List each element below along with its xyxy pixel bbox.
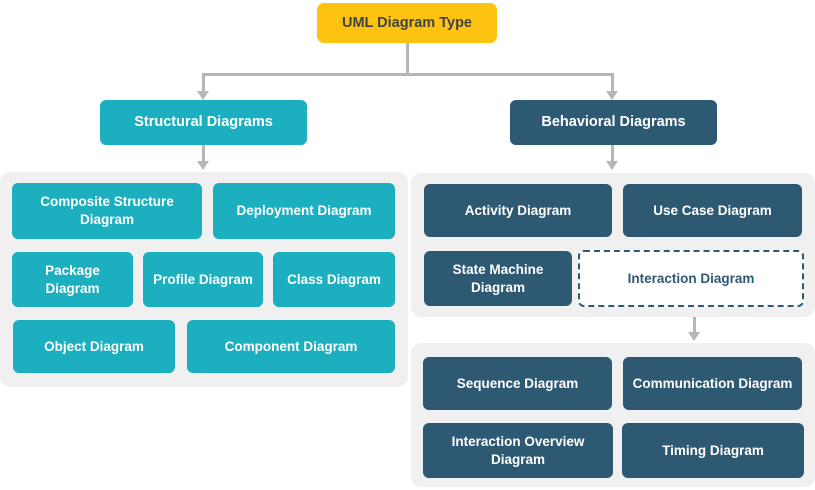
node-interaction-diagram: Interaction Diagram <box>578 250 804 307</box>
connector-to-structural <box>202 73 205 92</box>
arrowhead-structural-group <box>197 161 209 170</box>
arrowhead-to-behavioral <box>606 91 618 100</box>
node-use-case-diagram: Use Case Diagram <box>623 184 802 237</box>
node-package-diagram: Package Diagram <box>12 252 133 307</box>
branch-node-structural-diagrams: Structural Diagrams <box>100 100 307 145</box>
connector-root-stem <box>406 43 409 75</box>
node-deployment-diagram: Deployment Diagram <box>213 183 395 239</box>
arrowhead-to-structural <box>197 91 209 100</box>
root-node-uml-diagram-type: UML Diagram Type <box>317 3 497 43</box>
node-object-diagram: Object Diagram <box>13 320 175 373</box>
node-state-machine-diagram: State Machine Diagram <box>424 251 572 306</box>
node-sequence-diagram: Sequence Diagram <box>423 357 612 410</box>
arrowhead-interaction-group <box>688 332 700 341</box>
arrowhead-behavioral-group <box>606 161 618 170</box>
node-activity-diagram: Activity Diagram <box>424 184 612 237</box>
connector-interaction-to-group <box>693 307 696 333</box>
node-composite-structure-diagram: Composite Structure Diagram <box>12 183 202 239</box>
connector-to-behavioral <box>611 73 614 92</box>
node-profile-diagram: Profile Diagram <box>143 252 263 307</box>
node-timing-diagram: Timing Diagram <box>622 423 804 478</box>
connector-branch-horizontal <box>202 73 614 76</box>
connector-structural-to-group <box>202 145 205 162</box>
node-interaction-overview-diagram: Interaction Overview Diagram <box>423 423 613 478</box>
node-class-diagram: Class Diagram <box>273 252 395 307</box>
branch-node-behavioral-diagrams: Behavioral Diagrams <box>510 100 717 145</box>
node-component-diagram: Component Diagram <box>187 320 395 373</box>
connector-behavioral-to-group <box>611 145 614 162</box>
node-communication-diagram: Communication Diagram <box>623 357 802 410</box>
